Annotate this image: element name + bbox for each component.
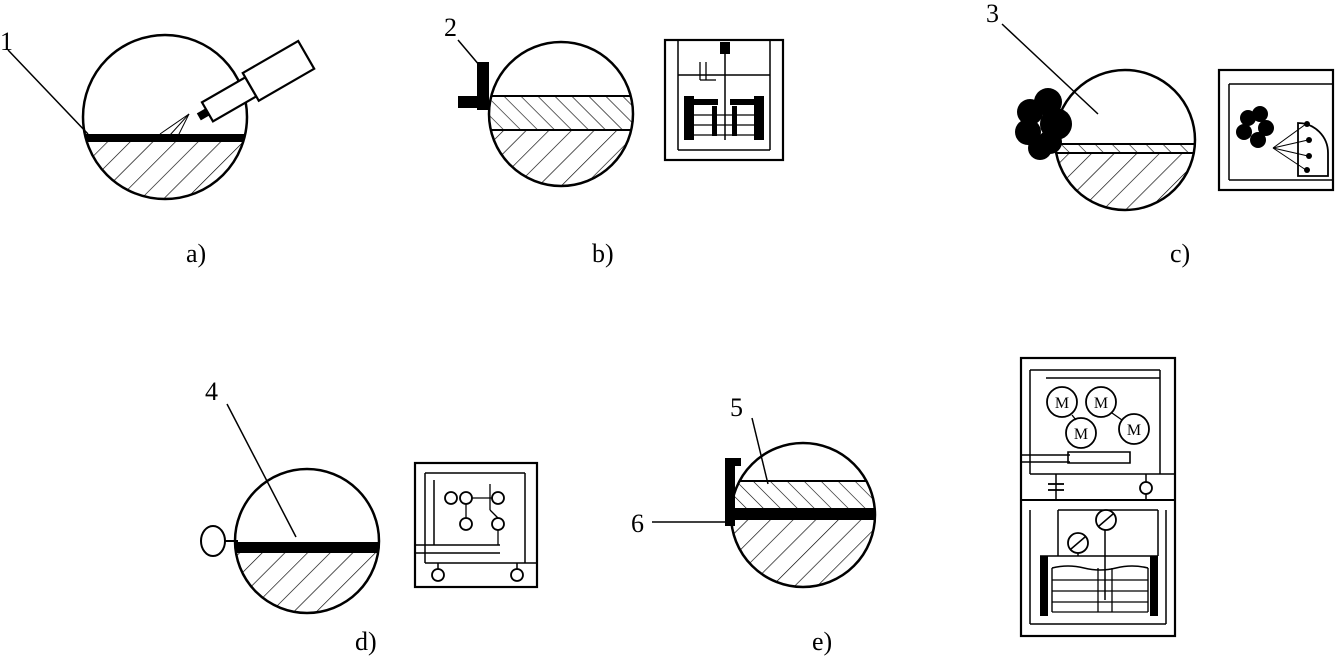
label-6: 6 <box>631 509 644 538</box>
sample-circle-c <box>1053 68 1197 212</box>
sample-circle-b <box>487 40 635 188</box>
leader-line-3 <box>1001 23 1099 115</box>
meter-icon <box>1095 509 1117 531</box>
svg-text:M: M <box>1094 395 1108 412</box>
caption-c: c) <box>1170 239 1190 268</box>
motor-icon: M <box>1046 386 1078 418</box>
clamp-fixture-e-icon <box>725 458 741 526</box>
substrate-holder <box>1067 451 1131 464</box>
label-5: 5 <box>730 393 743 422</box>
motor-icon: M <box>1085 386 1117 418</box>
ring-connector-icon <box>200 525 238 557</box>
caption-b: b) <box>592 239 614 268</box>
motor-icon: M <box>1118 413 1150 445</box>
panel-d: 4 d) <box>200 377 539 656</box>
process-cabinet-d <box>413 461 539 589</box>
sample-circle-a <box>81 33 249 201</box>
plating-tank-b <box>663 38 785 162</box>
powder-cloud-small-icon <box>1236 106 1274 148</box>
svg-text:M: M <box>1055 395 1069 412</box>
upper-chamber: M M M M <box>1021 369 1175 501</box>
capacitor-icon <box>1048 474 1064 500</box>
clamp-fixture-icon <box>458 62 489 110</box>
meter-icon <box>1067 532 1089 554</box>
panel-e: 5 6 e) <box>631 393 877 656</box>
sample-circle-e <box>729 441 877 589</box>
lamp-icon <box>1139 474 1153 500</box>
powder-cloud-icon <box>1015 88 1072 160</box>
svg-text:M: M <box>1074 426 1088 443</box>
panel-c: 3 c) <box>986 0 1335 268</box>
coating-chamber-c <box>1217 68 1335 192</box>
motor-icon: M <box>1065 417 1097 449</box>
label-3: 3 <box>986 0 999 28</box>
panel-a: 1 a) <box>0 27 316 268</box>
label-1: 1 <box>0 27 13 56</box>
leader-line-2 <box>457 39 481 67</box>
svg-text:M: M <box>1127 422 1141 439</box>
label-2: 2 <box>444 13 457 42</box>
electrode-top-icon <box>720 42 730 54</box>
caption-d: d) <box>355 627 377 656</box>
sample-circle-d <box>233 467 381 615</box>
label-4: 4 <box>205 377 218 406</box>
caption-a: a) <box>186 239 206 268</box>
panel-b: 2 b) <box>444 13 785 268</box>
leader-line-1 <box>7 49 89 135</box>
spray-gun-icon <box>159 39 316 137</box>
caption-e: e) <box>812 627 832 656</box>
leader-line-4 <box>226 403 297 538</box>
duplex-process-machine: M M M M <box>1019 356 1177 638</box>
leader-line-5 <box>751 417 769 485</box>
lower-chamber <box>1029 509 1167 625</box>
